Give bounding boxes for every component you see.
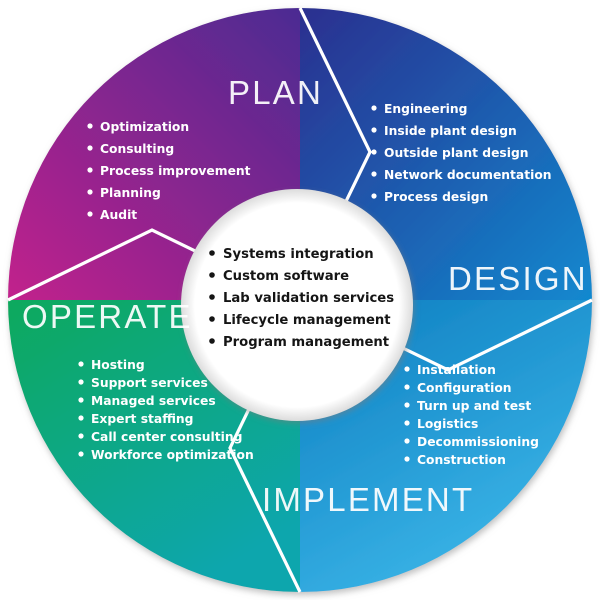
bullet-item: Decommissioning <box>417 435 539 449</box>
bullets-operate: Hosting Support services Managed service… <box>78 358 254 462</box>
bullet-item: Configuration <box>417 381 512 395</box>
segment-label-implement: IMPLEMENT <box>262 481 474 518</box>
segment-label-plan: PLAN <box>228 74 323 111</box>
bullet-item: Logistics <box>417 417 478 431</box>
bullet-item: Process design <box>384 190 488 204</box>
center-item: Program management <box>223 335 389 350</box>
segment-label-design: DESIGN <box>448 260 588 297</box>
bullet-item: Call center consulting <box>91 430 242 444</box>
bullet-item: Inside plant design <box>384 124 517 138</box>
bullet-item: Outside plant design <box>384 146 529 160</box>
bullet-item: Optimization <box>100 120 189 134</box>
center-item: Systems integration <box>223 247 374 262</box>
center-item: Lab validation services <box>223 291 394 306</box>
bullet-item: Audit <box>100 208 137 222</box>
bullets-design: Engineering Inside plant design Outside … <box>371 102 552 204</box>
bullet-item: Network documentation <box>384 168 552 182</box>
bullets-implement: Installation Configuration Turn up and t… <box>404 363 539 467</box>
bullet-item: Consulting <box>100 142 174 156</box>
center-hub-circle <box>181 189 413 421</box>
segment-label-operate: OPERATE <box>22 298 193 335</box>
bullet-item: Construction <box>417 453 506 467</box>
bullets-plan: Optimization Consulting Process improvem… <box>87 120 251 222</box>
bullet-item: Hosting <box>91 358 145 372</box>
center-item: Lifecycle management <box>223 313 391 328</box>
center-item: Custom software <box>223 269 349 284</box>
bullet-item: Planning <box>100 186 161 200</box>
bullet-item: Workforce optimization <box>91 448 254 462</box>
bullet-item: Engineering <box>384 102 467 116</box>
bullet-item: Support services <box>91 376 208 390</box>
bullet-item: Process improvement <box>100 164 251 178</box>
bullet-item: Managed services <box>91 394 216 408</box>
bullet-item: Installation <box>417 363 496 377</box>
bullet-item: Turn up and test <box>417 399 531 413</box>
center-hub-bullets: Systems integration Custom software Lab … <box>209 247 394 350</box>
bullet-item: Expert staffing <box>91 412 193 426</box>
